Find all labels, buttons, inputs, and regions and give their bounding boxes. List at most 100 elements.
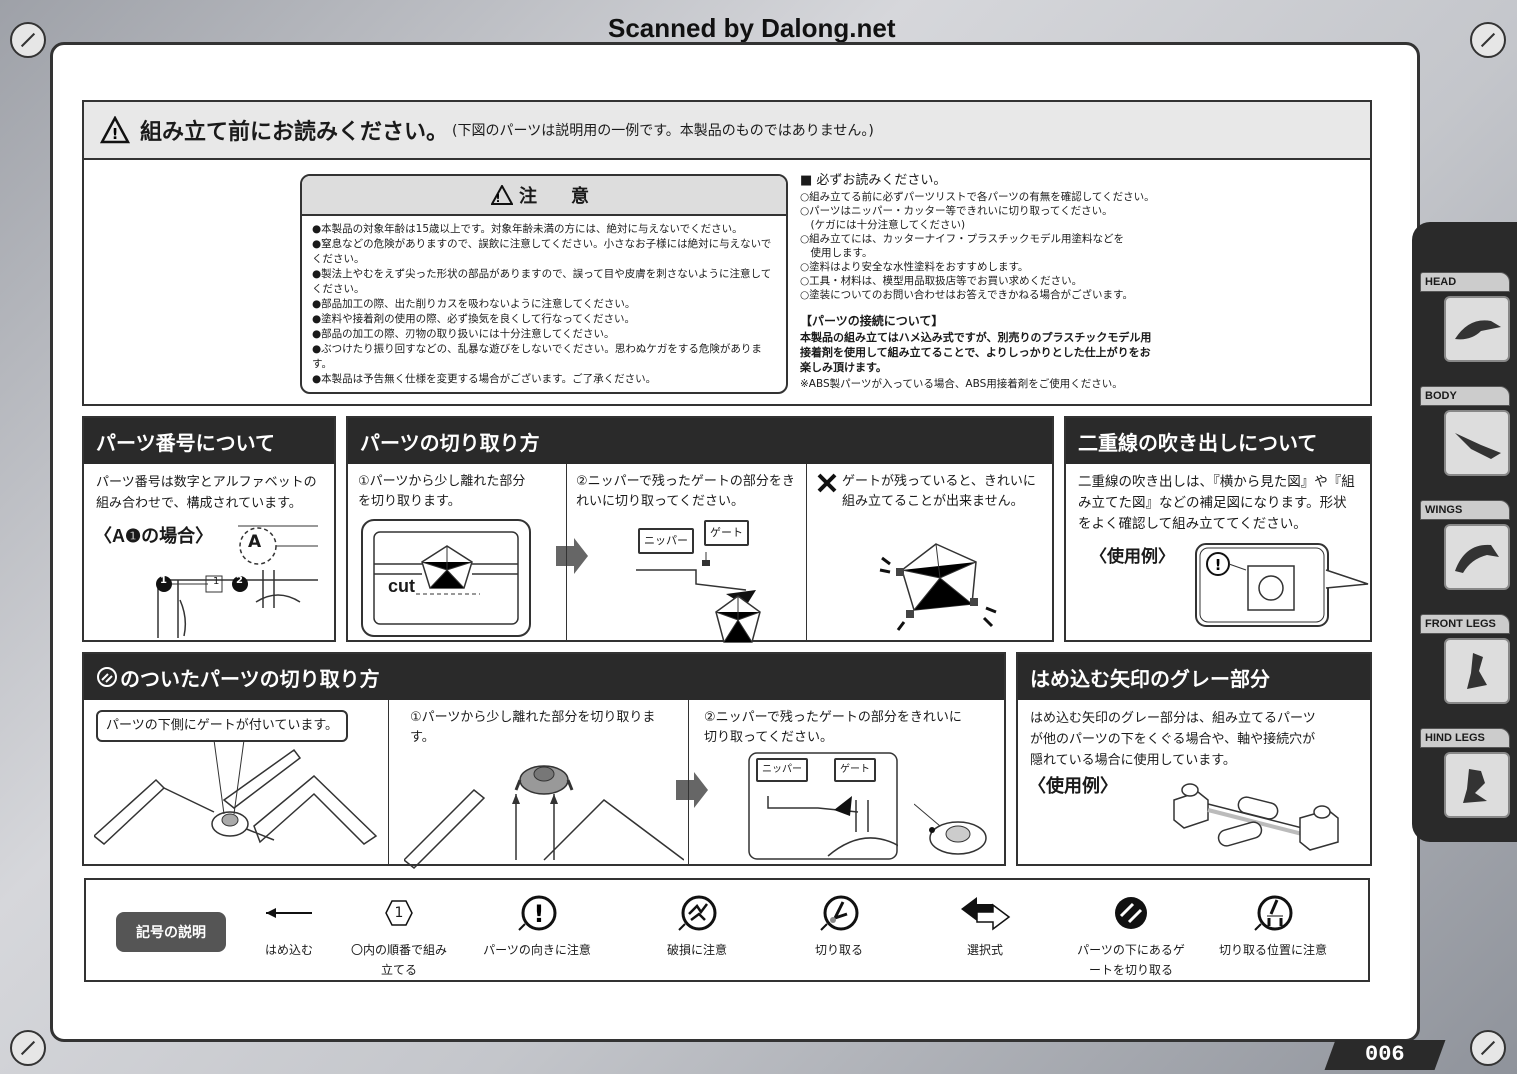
readme-item: ○組み立てには、カッターナイフ・プラスチックモデル用塗料などを <box>800 233 1124 245</box>
parts-number-header: パーツ番号について <box>84 418 334 464</box>
legend-label: 切り取る <box>814 943 863 957</box>
parts-number-example: 〈A❶の場合〉 <box>94 526 214 546</box>
gray-arrow-header: はめ込む矢印のグレー部分 <box>1018 654 1370 700</box>
parts-number-diagram <box>156 525 318 638</box>
under-gate-col-2: ①パーツから少し離れた部分を切り取ります。 <box>394 700 690 870</box>
legend-item: 切り取る <box>764 894 914 960</box>
under-gate-title: のついたパーツの切り取り方 <box>120 668 380 691</box>
legend-item: はめ込む <box>214 894 364 960</box>
nipper-label: ニッパー <box>638 528 694 554</box>
under-gate-panel: のついたパーツの切り取り方 パーツの下側にゲートが付いています。 ①パーツから少… <box>82 652 1006 870</box>
caution-box: ! 注 意 ●本製品の対象年齢は15歳以上です。対象年齢未満の方には、絶対に与え… <box>300 174 788 394</box>
page-number: 006 <box>1324 1040 1446 1070</box>
under-gate-col-1: パーツの下側にゲートが付いています。 <box>84 700 380 864</box>
hind-legs-part-icon <box>1463 769 1487 803</box>
gray-arrow-text: はめ込む矢印のグレー部分は、組み立てるパーツが他のパーツの下をくぐる場合や、軸や… <box>1030 711 1316 768</box>
readme-item: ○塗装についてのお問い合わせはお答えできかねる場合がございます。 <box>800 289 1133 301</box>
part-closeup-diagram <box>914 803 987 855</box>
runner-diagram-2 <box>404 765 684 870</box>
double-line-text: 二重線の吹き出しは、『横から見た図』や『組み立てた図』などの補足図になります。形… <box>1078 474 1355 532</box>
corner-ornament-bl <box>10 1030 46 1066</box>
legend-item: 破損に注意 <box>622 894 772 960</box>
cut-label: cut <box>388 576 415 596</box>
gray-arrow-diagram <box>1173 783 1339 851</box>
connect-title: 【パーツの接続について】 <box>800 314 944 328</box>
nipper-diagram <box>636 552 761 643</box>
cut-step-3: ゲートが残っていると、きれいに組み立てることが出来ません。 <box>806 464 1054 640</box>
arrow-left-icon <box>266 908 312 918</box>
tab-head[interactable]: HEAD <box>1420 272 1510 362</box>
caution-item: ●ぶつけたり振り回すなどの、乱暴な遊びをしないでください。思わぬケガをする危険が… <box>312 343 762 370</box>
readme-item: ○塗料はより安全な水性塗料をおすすめします。 <box>800 261 1029 273</box>
page-number-text: 006 <box>1365 1042 1405 1067</box>
front-legs-part-icon <box>1467 653 1487 689</box>
legend-label: 切り取る位置に注意 <box>1218 943 1327 957</box>
under-gate-separator <box>688 700 689 864</box>
caution-header: ! 注 意 <box>302 176 786 216</box>
exclamation-icon: ! <box>518 895 557 931</box>
read-before-header: ! 組み立て前にお読みください。 (下図のパーツは説明用の一例です。本製品のもの… <box>84 102 1370 160</box>
svg-text:!: ! <box>1215 556 1222 574</box>
cutting-header: パーツの切り取り方 <box>348 418 1052 464</box>
cut-icon <box>820 895 859 931</box>
tab-front-legs[interactable]: FRONT LEGS <box>1420 614 1510 704</box>
gray-arrow-example: 〈使用例〉 <box>1028 776 1118 796</box>
cut-step-2: ②ニッパーで残ったゲートの部分をきれいに切り取ってください。 ニッパー ゲート <box>566 464 806 643</box>
double-line-title: 二重線の吹き出しについて <box>1078 432 1318 455</box>
double-arrow-icon <box>961 897 1011 931</box>
legend-item: パーツの下にあるゲートを切り取る <box>1056 894 1206 980</box>
runner-diagram-1 <box>94 740 378 845</box>
part-number-square: 1 <box>213 576 220 587</box>
corner-ornament-tr <box>1470 22 1506 58</box>
wings-part-icon <box>1455 544 1499 573</box>
corner-ornament-tl <box>10 22 46 58</box>
read-before-title: 組み立て前にお読みください。 <box>140 120 449 145</box>
tab-hind-legs[interactable]: HIND LEGS <box>1420 728 1510 818</box>
tab-label: WINGS <box>1420 500 1510 520</box>
cut-position-icon <box>1254 895 1293 931</box>
section-sidebar: HEAD BODY WINGS FRONT LEGS HIND LEGS <box>1412 222 1517 842</box>
readme-title: ■ 必ずお読みください。 <box>800 173 947 188</box>
cut-step-3-text: ゲートが残っていると、きれいに組み立てることが出来ません。 <box>842 474 1036 509</box>
under-gate-separator <box>388 700 389 864</box>
caution-title: 注 意 <box>519 186 597 207</box>
warning-icon: ! <box>491 185 513 205</box>
under-gate-icon <box>1115 897 1147 929</box>
legend-label: 破損に注意 <box>666 943 727 957</box>
tab-body[interactable]: BODY <box>1420 386 1510 476</box>
cut-separator <box>806 464 807 640</box>
connect-text: 本製品の組み立てはハメ込み式ですが、別売りのプラスチックモデル用接着剤を使用して… <box>800 331 1152 374</box>
symbol-legend: 記号の説明 はめ込む 1 〇内の順番で組み立てる ! パーツの向きに注意 破損に… <box>84 878 1370 982</box>
gate-callout: パーツの下側にゲートが付いています。 <box>96 710 349 742</box>
cutting-panel: パーツの切り取り方 ①パーツから少し離れた部分を切り取ります。 cut ②ニッパ… <box>346 416 1054 643</box>
svg-text:!: ! <box>112 125 119 143</box>
caution-item: ●部品加工の際、出た削りカスを吸わないように注意してください。 <box>312 298 636 310</box>
caution-item: ●本製品は予告無く仕様を変更する場合がございます。ご了承ください。 <box>312 373 657 385</box>
parts-number-text: パーツ番号は数字とアルファベットの組み合わせで、構成されています。 <box>96 475 317 511</box>
cutting-title: パーツの切り取り方 <box>360 432 540 455</box>
caution-item: ●製法上やむをえず尖った形状の部品がありますので、誤って目や皮膚を刺さないように… <box>312 268 772 295</box>
nipper-label: ニッパー <box>756 758 808 782</box>
legend-label: パーツの向きに注意 <box>483 943 591 957</box>
connect-note: ※ABS製パーツが入っている場合、ABS用接着剤をご使用ください。 <box>800 378 1123 390</box>
readme-section: ■ 必ずお読みください。 ○組み立てる前に必ずパーツリストで各パーツの有無を確認… <box>800 174 1180 391</box>
tab-wings[interactable]: WINGS <box>1420 500 1510 590</box>
gate-label: ゲート <box>834 758 876 782</box>
readme-item: (ケガには十分注意してください) <box>800 219 966 231</box>
cut-separator <box>566 464 567 640</box>
body-part-icon <box>1455 433 1501 459</box>
legend-label: はめ込む <box>264 943 313 957</box>
read-before-assembly-panel: ! 組み立て前にお読みください。 (下図のパーツは説明用の一例です。本製品のもの… <box>82 100 1372 406</box>
readme-item: ○工具・材料は、模型用品取扱店等でお買い求めください。 <box>800 275 1083 287</box>
cut-step-1-text: ①パーツから少し離れた部分を切り取ります。 <box>358 474 526 509</box>
x-mark-icon <box>817 473 837 493</box>
readme-item: ○組み立てる前に必ずパーツリストで各パーツの有無を確認してください。 <box>800 191 1155 203</box>
legend-label: パーツの下にあるゲートを切り取る <box>1077 943 1185 977</box>
legend-label: 〇内の順番で組み立てる <box>350 943 447 977</box>
cut-diagram <box>361 519 531 637</box>
double-line-diagram: ! <box>1195 543 1369 627</box>
part-letter: A <box>248 532 262 552</box>
caution-item: ●本製品の対象年齢は15歳以上です。対象年齢未満の方には、絶対に与えないでくださ… <box>312 223 743 235</box>
parts-number-title: パーツ番号について <box>96 432 275 455</box>
readme-item: 使用します。 <box>800 247 873 259</box>
